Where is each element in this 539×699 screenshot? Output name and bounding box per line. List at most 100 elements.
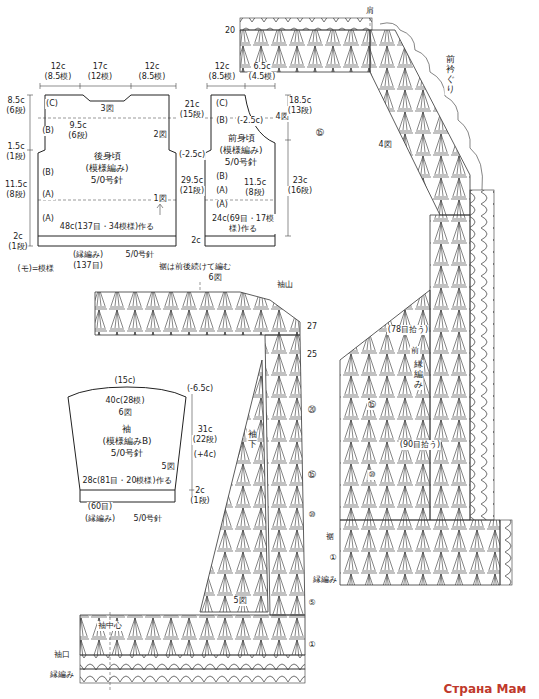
chart-label: (B) (215, 172, 229, 182)
chart-label: 5/0号針 (125, 250, 156, 260)
chart-label: (-6.5c) (186, 384, 214, 394)
chart-label: (A) (41, 214, 55, 224)
chart-label: (1段) (189, 496, 210, 506)
chart-label: (C) (215, 99, 229, 109)
chart-label: (8.5模) (44, 72, 73, 82)
chart-label: (78目拾う) (387, 325, 429, 335)
chart-label: 袖中心 (97, 621, 123, 631)
piece-label: (模様編み) (219, 144, 262, 156)
chart-label: 29.5c (180, 176, 204, 186)
chart-label: 3図 (99, 104, 114, 114)
chart-label: 1.5c (6, 142, 25, 152)
chart-label: 前 (410, 346, 420, 356)
chart-label: (15段) (179, 110, 205, 120)
chart-label: 縁編み (49, 670, 75, 680)
chart-label: 20 (224, 26, 236, 36)
chart-label: 18.5c (288, 96, 312, 106)
chart-label: ⑮ (307, 470, 317, 480)
chart-label: (-2.5c) (178, 150, 206, 160)
piece-text: 後身頃(模様編み)5/0号針 (85, 150, 128, 186)
chart-label: (1段) (7, 242, 28, 252)
chart-label: 28c(81目・20模様)作る (81, 476, 172, 486)
piece-label: 5/0号針 (219, 156, 262, 168)
chart-label: (A) (41, 190, 55, 200)
chart-label: (4.5模) (248, 72, 277, 82)
chart-label: 31c (197, 425, 214, 435)
chart-label: (16段) (287, 186, 313, 196)
outline-path (38, 95, 176, 246)
piece-text: 前身頃(模様編み)5/0号針 (219, 132, 262, 168)
chart-label: ⑮ (367, 400, 377, 410)
piece-label: 5/0号針 (102, 447, 151, 459)
chart-label: (-2.5c) (236, 116, 264, 126)
chart-label: (C) (45, 99, 59, 109)
chart-label: 24c(69目・17模様)作る (210, 214, 276, 234)
chart-label: ⑩ (307, 510, 316, 520)
piece-label: (模様編みB) (102, 435, 151, 447)
chart-label: (A) (215, 200, 229, 210)
chart-label: 縁編み (312, 575, 338, 585)
chart-label: 6.5c (252, 62, 271, 72)
chart-label: (6段) (67, 131, 88, 141)
chart-label: ⑮ (315, 128, 325, 138)
chart-label: (15c) (114, 376, 137, 386)
piece-text: 袖(模様編みB)5/0号針 (102, 423, 151, 459)
chart-label: (B) (41, 168, 55, 178)
chart-label: 裾 (325, 532, 335, 542)
chart-label: 袖下 (247, 430, 258, 450)
chart-label: (21段) (179, 186, 205, 196)
chart-label: (13段) (287, 106, 313, 116)
chart-label: 5図 (160, 462, 175, 472)
chart-label: (137目) (72, 261, 104, 271)
chart-label: (12模) (87, 72, 113, 82)
chart-label: (+4c) (193, 450, 217, 460)
chart-label: (縁編み) (84, 514, 116, 524)
chart-label: 縁編み (413, 360, 424, 390)
chart-label: 前衿ぐり (445, 55, 456, 95)
chart-label: (6段) (5, 106, 26, 116)
chart-label: 5/0号針 (133, 514, 164, 524)
chart-label: (60目) (87, 502, 113, 512)
chart-label: 1図 (152, 194, 167, 204)
chart-label: 9.5c (68, 121, 87, 131)
chart-label: (B) (215, 116, 229, 126)
chart-label: ⑳ (307, 405, 317, 415)
chart-label: 12c (214, 62, 231, 72)
chart-label: 6図 (207, 273, 222, 283)
chart-label: 12c (50, 62, 67, 72)
chart-label: 2c (12, 232, 24, 242)
chart-label: 肩 (365, 6, 375, 16)
chart-label: 袖山 (276, 280, 294, 290)
chart-label: ⑤ (307, 598, 316, 608)
piece-label: 5/0号針 (85, 174, 128, 186)
chart-label: 裾は前後続けて編む (158, 262, 232, 272)
chart-label: 袖口 (53, 650, 71, 660)
chart-label: ⑩ (367, 470, 376, 480)
chart-label: 11.5c (4, 180, 28, 190)
chart-label: (8.5模) (208, 72, 237, 82)
outline-path (68, 387, 186, 502)
chart-label: 2c (194, 486, 206, 496)
watermark: Страна Мам (443, 684, 528, 694)
chart-label: (B) (41, 126, 55, 136)
chart-label: 12c (144, 62, 161, 72)
chart-label: (1段) (5, 152, 26, 162)
chart-label: 25 (306, 350, 318, 360)
chart-label: (90目拾う) (399, 440, 441, 450)
chart-label: ① (307, 640, 316, 650)
chart-label: 40c(28模) (105, 396, 146, 406)
chart-label: 11.5c (243, 178, 267, 188)
chart-label: 23c (292, 176, 309, 186)
chart-label: (A) (215, 186, 229, 196)
chart-label: 21c (184, 100, 201, 110)
chart-label: (8.5模) (138, 72, 167, 82)
chart-label: (22段) (192, 435, 218, 445)
chart-label: 48c(137目・34模様)作る (59, 222, 155, 232)
chart-label: 4図 (377, 140, 392, 150)
chart-label: 5図 (232, 596, 247, 606)
piece-label: 後身頃 (85, 150, 128, 162)
chart-label: 2c (190, 236, 202, 246)
chart-label: 6図 (117, 408, 132, 418)
chart-label: (モ)=模様 (17, 264, 56, 274)
outline-path (205, 95, 275, 246)
